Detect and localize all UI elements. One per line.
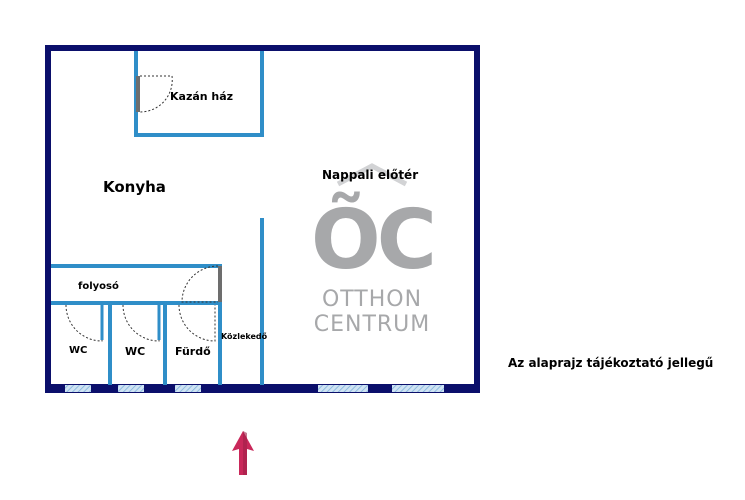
label-folyoso: folyosó (78, 280, 119, 292)
watermark-line2: CENTRUM (314, 312, 431, 337)
door-panel (218, 266, 222, 302)
label-konyha: Konyha (103, 178, 166, 196)
window (118, 385, 144, 392)
disclaimer-note: Az alaprajz tájékoztató jellegű (508, 356, 714, 370)
watermark-line1: OTTHON (322, 287, 422, 312)
window (175, 385, 201, 392)
label-kazan-haz: Kazán ház (170, 90, 233, 103)
doors (65, 75, 222, 342)
label-nappali-eloter: Nappali előtér (322, 168, 418, 182)
windows (65, 385, 444, 392)
door-panel (136, 76, 140, 112)
outer-walls (45, 45, 480, 393)
entrance-arrow-icon (232, 431, 254, 475)
label-wc-2: WC (125, 345, 145, 358)
door-swing-icon (65, 75, 219, 342)
room-labels: Kazán ház Konyha Nappali előtér folyosó … (69, 90, 418, 358)
window (392, 385, 444, 392)
window (318, 385, 368, 392)
window (65, 385, 91, 392)
label-furdo: Fürdő (175, 345, 211, 358)
watermark: ÕC OTTHON CENTRUM (311, 163, 437, 337)
watermark-roof-icon (336, 163, 408, 187)
label-kozlekedo: Közlekedő (221, 332, 268, 341)
watermark-logo: ÕC (311, 191, 433, 288)
label-wc-1: WC (69, 345, 87, 356)
